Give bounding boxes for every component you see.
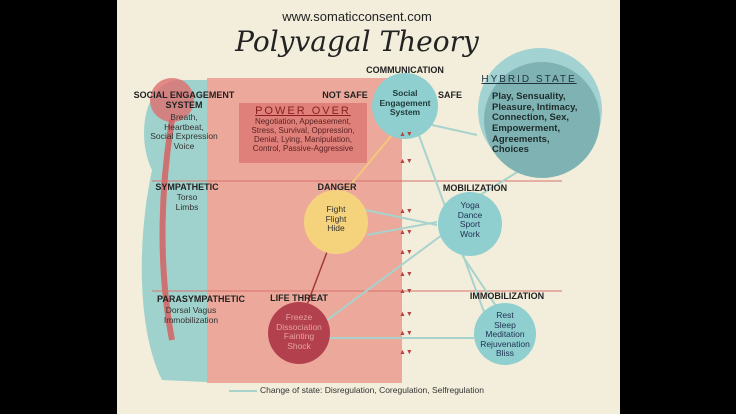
- url: www.somaticconsent.com: [282, 9, 432, 24]
- ses-items: Breath, Heartbeat, Social Expression Voi…: [150, 112, 218, 151]
- label-not-safe: NOT SAFE: [322, 90, 368, 100]
- svg-text:▲▼: ▲▼: [399, 158, 413, 165]
- svg-text:▲▼: ▲▼: [399, 349, 413, 356]
- mobilization-circle-label: Yoga Dance Sport Work: [457, 200, 483, 239]
- arrow-freeze-fight: [306, 251, 328, 306]
- svg-text:▲▼: ▲▼: [399, 229, 413, 236]
- svg-text:▲▼: ▲▼: [399, 271, 413, 278]
- label-life-threat: LIFE THREAT: [270, 293, 328, 303]
- svg-text:▲▼: ▲▼: [399, 208, 413, 215]
- svg-text:▲▼: ▲▼: [399, 311, 413, 318]
- arrow-markers: ▲▼ ▲▼ ▲▼ ▲▼ ▲▼ ▲▼ ▲▼ ▲▼ ▲▼ ▲▼: [399, 131, 413, 356]
- hybrid-text: Play, Sensuality, Pleasure, Intimacy, Co…: [492, 91, 578, 156]
- ses-circle-label: Social Engagement System: [379, 88, 431, 118]
- mobilization-circle: [438, 192, 502, 256]
- legend-text: Change of state: Disregulation, Coregula…: [260, 385, 484, 395]
- body-silhouette: [141, 80, 227, 383]
- rest-circle: [474, 303, 536, 365]
- svg-text:▲▼: ▲▼: [399, 330, 413, 337]
- fight-circle-label: Fight Flight Hide: [325, 204, 347, 234]
- page-title: Polyvagal Theory: [235, 25, 479, 58]
- power-over-title: POWER OVER: [255, 105, 351, 117]
- arrow-fight-ses: [341, 134, 393, 196]
- hybrid-circle: [484, 62, 600, 178]
- sympathetic-title: SYMPATHETIC: [155, 182, 219, 192]
- freeze-circle: [268, 302, 330, 364]
- diagram-canvas: ▲▼ ▲▼ ▲▼ ▲▼ ▲▼ ▲▼ ▲▼ ▲▼ ▲▼ ▲▼ www.somaticcons…: [117, 0, 620, 414]
- hybrid-title: HYBRID STATE: [481, 74, 577, 85]
- label-safe: SAFE: [437, 90, 462, 100]
- ses-circle: [372, 73, 438, 139]
- spine-nerves: [159, 119, 175, 341]
- freeze-circle-label: Freeze Dissociation Fainting Shock: [276, 312, 322, 351]
- parasympathetic-title: PARASYMPATHETIC: [156, 294, 245, 304]
- ses-title: SOCIAL ENGAGEMENT SYSTEM: [133, 90, 235, 111]
- head: [150, 78, 194, 122]
- parasympathetic-items: Dorsal Vagus Immobilization: [163, 305, 219, 325]
- svg-text:▲▼: ▲▼: [399, 288, 413, 295]
- label-communication: COMMUNICATION: [366, 65, 444, 75]
- rest-circle-label: Rest Sleep Meditation Rejuvenation Bliss: [480, 310, 530, 359]
- fight-circle: [304, 190, 368, 254]
- label-danger: DANGER: [317, 182, 357, 192]
- label-immobilization: IMMOBILIZATION: [469, 291, 545, 301]
- power-over-text: Negotiation, Appeasement, Stress, Surviv…: [251, 117, 355, 153]
- svg-text:▲▼: ▲▼: [399, 249, 413, 256]
- label-mobilization: MOBILIZATION: [442, 183, 508, 193]
- svg-text:▲▼: ▲▼: [399, 131, 413, 138]
- sympathetic-items: Torso Limbs: [175, 192, 199, 212]
- power-over-box: [239, 103, 367, 163]
